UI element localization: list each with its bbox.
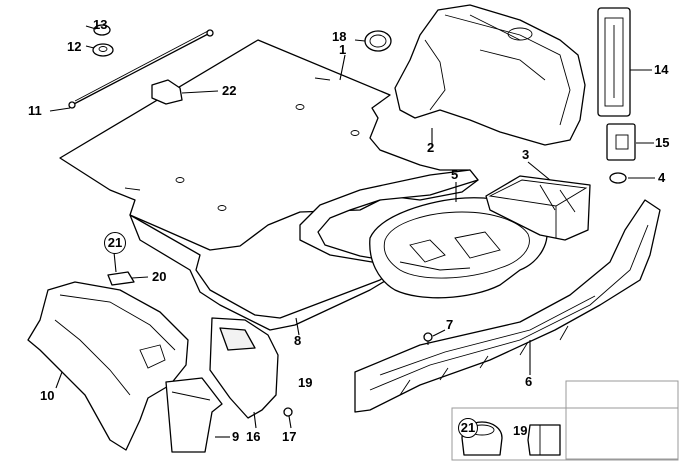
mat-edge [267, 211, 301, 226]
mat-hole [217, 205, 227, 211]
label-6: 6 [525, 374, 533, 389]
left-side-trim [27, 281, 189, 451]
inset-callout-21: 21 [458, 418, 478, 438]
first-aid-kit [606, 123, 636, 161]
leader-11 [49, 107, 71, 112]
nut-12-hole [98, 46, 108, 52]
rod-end [206, 29, 214, 37]
box-divider [559, 189, 576, 213]
rear-trim-line [369, 224, 649, 391]
tray-pocket [454, 231, 501, 259]
floor-panel [129, 169, 479, 331]
clip-4 [609, 172, 627, 184]
inset-label-19: 19 [513, 423, 528, 438]
label-13: 13 [93, 17, 108, 32]
right-side-trim [394, 4, 586, 146]
leader-7 [432, 329, 446, 337]
box-divider [539, 184, 556, 211]
screw-7 [423, 332, 433, 342]
spare-wheel-tray [369, 197, 548, 299]
tray-pocket [409, 239, 446, 263]
leader-17 [288, 415, 292, 429]
clip-17 [283, 407, 293, 417]
label-1: 1 [339, 42, 347, 57]
label-15: 15 [655, 135, 670, 150]
inset-part-19 [527, 424, 561, 456]
label-11: 11 [28, 103, 42, 118]
label-9: 9 [232, 429, 240, 444]
leader-16 [253, 411, 257, 429]
label-10: 10 [40, 388, 55, 403]
mat-mark [314, 77, 331, 81]
leader-12 [85, 45, 95, 49]
left-trim-pocket [139, 344, 166, 369]
leader-10 [55, 371, 63, 389]
inset-frame [451, 407, 679, 461]
label-8: 8 [294, 333, 302, 348]
rod-end [68, 101, 76, 109]
tray-detail [399, 261, 471, 271]
storage-bin [165, 377, 223, 453]
cover-recess [219, 327, 256, 351]
mat-hole [175, 177, 185, 183]
label-2: 2 [427, 140, 435, 155]
leader-3 [527, 161, 551, 181]
label-4: 4 [658, 170, 666, 185]
rear-trim-panel [354, 199, 661, 413]
bracket-22 [151, 79, 183, 105]
callout-circle-21: 21 [104, 232, 126, 254]
trim-contour [424, 39, 446, 111]
label-17: 17 [282, 429, 297, 444]
trim-contour [469, 14, 546, 81]
label-22: 22 [222, 83, 237, 98]
clip-20 [107, 271, 135, 286]
trim-recess [507, 27, 533, 41]
label-18: 18 [332, 29, 347, 44]
bin-rim [171, 391, 211, 401]
mat-hole [295, 104, 305, 110]
label-16: 16 [246, 429, 261, 444]
leader-18 [354, 39, 366, 42]
washer-13 [93, 24, 111, 36]
leader-1 [339, 54, 346, 81]
box-top [488, 179, 588, 207]
inset-frame-outer [565, 380, 679, 460]
label-14: 14 [654, 62, 669, 77]
leader-8 [295, 317, 300, 336]
label-12: 12 [67, 39, 82, 54]
left-trim-contour [59, 294, 176, 351]
leader-21 [113, 251, 117, 273]
mat-mark [124, 187, 141, 191]
nut-12 [92, 43, 114, 57]
rear-trim-ribs [399, 325, 569, 396]
grommet [364, 30, 392, 52]
label-7: 7 [446, 317, 454, 332]
trim-contour [444, 14, 571, 126]
label-5: 5 [451, 167, 459, 182]
leader-13 [85, 25, 97, 30]
kit-label [615, 134, 629, 150]
leader-22 [181, 90, 219, 94]
holder-slot [604, 17, 624, 107]
support-rod [71, 32, 211, 106]
rear-trim-line [379, 295, 596, 376]
tray-inner [383, 211, 530, 279]
grommet-inner [369, 34, 387, 48]
left-trim-contour [54, 319, 131, 396]
label-19: 19 [298, 375, 313, 390]
mat-hole [350, 130, 360, 136]
storage-box [485, 175, 591, 241]
label-3: 3 [522, 147, 530, 162]
support-rod-inner [74, 30, 209, 102]
label-20: 20 [152, 269, 167, 284]
leader-20 [131, 276, 149, 279]
